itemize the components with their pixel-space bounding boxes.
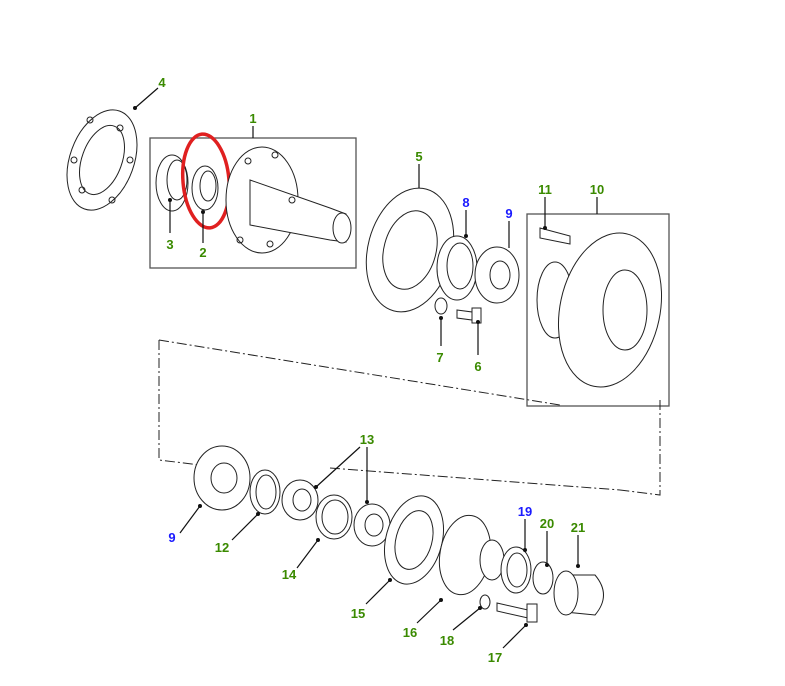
callout-16[interactable]: 16 xyxy=(403,625,417,640)
callout-1[interactable]: 1 xyxy=(249,111,256,126)
callout-11[interactable]: 11 xyxy=(538,182,552,197)
part-11-stud[interactable] xyxy=(539,227,571,245)
callout-21[interactable]: 21 xyxy=(571,520,585,535)
part-19-shim[interactable] xyxy=(500,546,532,594)
part-14-lock-washer[interactable] xyxy=(315,494,353,540)
part-13-nut[interactable] xyxy=(281,479,319,521)
part-9-bearing[interactable] xyxy=(474,246,520,304)
part-12-ring[interactable] xyxy=(249,469,281,515)
part-4-gasket[interactable] xyxy=(54,100,150,220)
part-21-hub-cap[interactable] xyxy=(553,570,604,616)
part-9-bearing-lower[interactable] xyxy=(193,445,251,511)
part-15-gasket[interactable] xyxy=(375,489,452,590)
callout-13[interactable]: 13 xyxy=(360,432,374,447)
callout-10[interactable]: 10 xyxy=(590,182,604,197)
leader-lines xyxy=(133,87,598,649)
callout-14[interactable]: 14 xyxy=(282,567,297,582)
callout-4[interactable]: 4 xyxy=(158,75,166,90)
callout-12[interactable]: 12 xyxy=(215,540,229,555)
callout-5[interactable]: 5 xyxy=(415,149,422,164)
callout-3[interactable]: 3 xyxy=(166,237,173,252)
callout-6[interactable]: 6 xyxy=(474,359,481,374)
callout-7[interactable]: 7 xyxy=(436,350,443,365)
part-2-seal[interactable] xyxy=(191,165,219,211)
part-10-hub[interactable] xyxy=(536,223,675,396)
callout-18[interactable]: 18 xyxy=(440,633,454,648)
part-1-stub-axle[interactable] xyxy=(225,146,352,254)
callout-9[interactable]: 9 xyxy=(505,206,512,221)
part-18-washer[interactable] xyxy=(479,594,491,610)
callout-8[interactable]: 8 xyxy=(462,195,469,210)
part-7-washer[interactable] xyxy=(434,297,448,315)
callout-17[interactable]: 17 xyxy=(488,650,502,665)
assembly-guide-line-2 xyxy=(158,339,621,491)
part-6-bolt[interactable] xyxy=(456,307,482,324)
callout-2[interactable]: 2 xyxy=(199,245,206,260)
part-17-bolt[interactable] xyxy=(496,602,538,623)
part-20-circlip[interactable] xyxy=(532,561,554,595)
part-10-group-box xyxy=(526,213,670,407)
part-16-drive-flange[interactable] xyxy=(433,511,505,598)
callout-9-lower[interactable]: 9 xyxy=(168,530,175,545)
callout-15[interactable]: 15 xyxy=(351,606,365,621)
callout-20[interactable]: 20 xyxy=(540,516,554,531)
part-3-seal[interactable] xyxy=(155,154,189,212)
assembly-guide-line xyxy=(158,340,661,496)
part-8-bearing-cup[interactable] xyxy=(436,235,478,301)
part-13-nut-2[interactable] xyxy=(353,503,391,547)
callout-19[interactable]: 19 xyxy=(518,504,532,519)
